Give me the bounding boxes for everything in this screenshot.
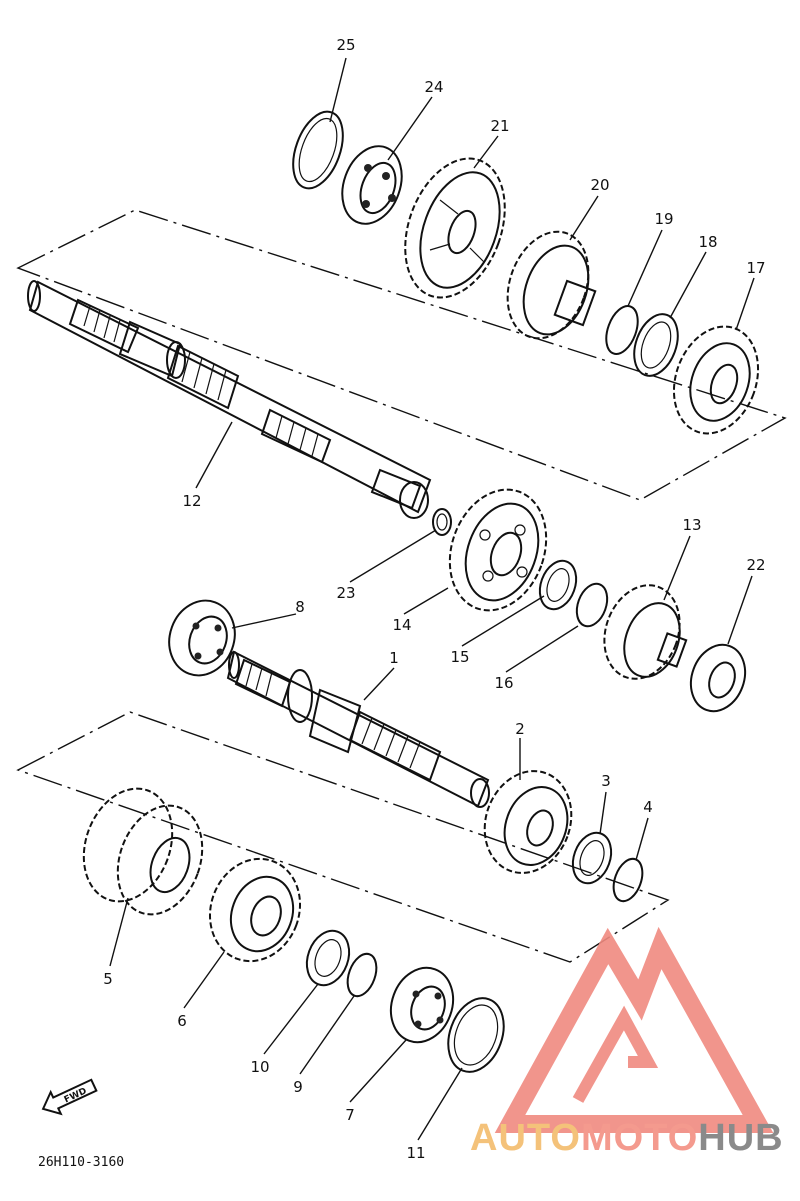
bushing-23 <box>432 508 452 536</box>
part-label-1: 1 <box>389 649 399 667</box>
bearing-22 <box>689 643 747 713</box>
part-label-10: 10 <box>250 1058 269 1076</box>
watermark-text: AUTOMOTOHUB <box>470 1117 784 1159</box>
main-shaft-12 <box>27 280 432 519</box>
part-label-5: 5 <box>103 970 113 988</box>
lower-assembly-frame <box>16 711 670 963</box>
fwd-arrow-icon: FWD <box>41 1078 98 1116</box>
gear-5 <box>82 787 204 916</box>
part-label-23: 23 <box>336 584 355 602</box>
part-label-6: 6 <box>177 1012 187 1030</box>
washer-3 <box>571 831 613 885</box>
bearing-7 <box>389 966 455 1044</box>
watermark-part-hub: HUB <box>698 1117 783 1159</box>
circlip-19 <box>605 305 639 355</box>
part-label-20: 20 <box>590 176 609 194</box>
washer-10 <box>305 929 351 987</box>
leader-lines <box>109 57 755 1141</box>
part-label-4: 4 <box>643 798 653 816</box>
part-label-13: 13 <box>682 516 701 534</box>
part-label-15: 15 <box>450 648 469 666</box>
part-label-7: 7 <box>345 1106 355 1124</box>
gear-21 <box>404 157 506 299</box>
part-label-24: 24 <box>424 78 443 96</box>
part-label-25: 25 <box>336 36 355 54</box>
watermark-part-moto: MOTO <box>581 1117 698 1159</box>
watermark-logo-icon <box>494 926 774 1133</box>
circlip-11 <box>447 997 505 1073</box>
gear-14 <box>448 488 548 612</box>
countershaft-1 <box>226 650 490 808</box>
drawing-code: 26H110-3160 <box>38 1155 124 1170</box>
part-label-9: 9 <box>293 1078 303 1096</box>
gear-20 <box>506 230 597 340</box>
part-labels: 25 24 21 20 19 18 17 12 23 14 15 16 13 2… <box>103 36 765 1162</box>
part-label-8: 8 <box>295 598 305 616</box>
part-label-12: 12 <box>182 492 201 510</box>
part-label-11: 11 <box>406 1144 425 1162</box>
circlip-9 <box>346 952 378 998</box>
part-label-21: 21 <box>490 117 509 135</box>
part-label-14: 14 <box>392 616 411 634</box>
part-label-22: 22 <box>746 556 765 574</box>
circlip-16 <box>575 582 609 628</box>
gear-6 <box>208 857 302 963</box>
part-label-3: 3 <box>601 772 611 790</box>
gear-17 <box>672 325 760 435</box>
gear-2 <box>483 770 573 874</box>
upper-assembly-frame <box>16 209 787 501</box>
watermark-part-auto: AUTO <box>470 1117 581 1159</box>
fwd-label: FWD <box>63 1086 89 1105</box>
part-label-19: 19 <box>654 210 673 228</box>
bearing-8 <box>168 599 236 677</box>
part-label-18: 18 <box>698 233 717 251</box>
circlip-25 <box>292 110 344 190</box>
part-label-16: 16 <box>494 674 513 692</box>
washer-15 <box>538 559 578 611</box>
bearing-24 <box>341 145 403 225</box>
washer-18 <box>633 313 679 377</box>
part-label-2: 2 <box>515 720 525 738</box>
part-label-17: 17 <box>746 259 765 277</box>
gear-13 <box>603 584 688 680</box>
circlip-4 <box>612 857 644 903</box>
